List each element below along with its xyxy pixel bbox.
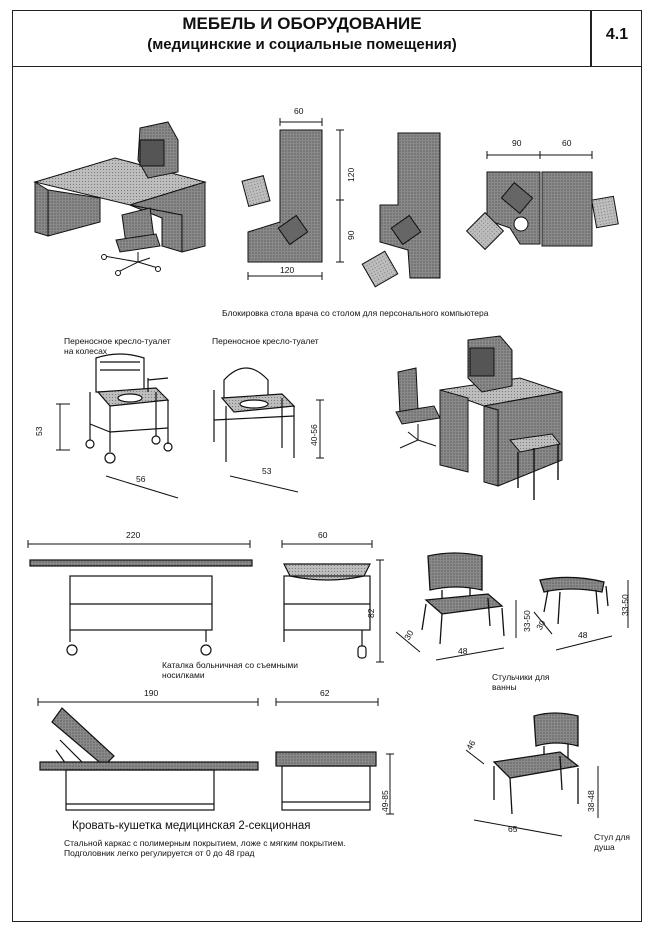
caption-shower-line2: душа <box>594 842 615 852</box>
dim-stool2-width: 48 <box>578 630 588 640</box>
dim-desk-right-60: 60 <box>562 138 572 148</box>
couch-side-illustration <box>37 698 259 811</box>
caption-couch-desc-line2: Подголовник легко регулируется от 0 до 4… <box>64 848 255 858</box>
caption-commode-wheels-line1: Переносное кресло-туалет <box>64 336 171 346</box>
caption-commode-portable: Переносное кресло-туалет <box>212 336 319 346</box>
gurney-side-illustration <box>27 540 253 656</box>
caption-commode-wheels-line2: на колесах <box>64 346 108 356</box>
caption-gurney-line2: носилками <box>162 670 205 680</box>
caption-shower-line1: Стул для <box>594 832 631 842</box>
bath-stool-illustration <box>533 576 629 651</box>
page-subtitle: (медицинские и социальные помещения) <box>147 36 457 53</box>
dim-desk-height-90: 90 <box>346 230 356 240</box>
dim-commode-portable-height: 40-56 <box>309 424 319 446</box>
shower-chair-illustration <box>465 712 599 837</box>
page-title: МЕБЕЛЬ И ОБОРУДОВАНИЕ <box>182 14 422 33</box>
page-number: 4.1 <box>605 26 629 43</box>
dim-stool2-height: 33-50 <box>620 594 630 616</box>
dim-desk-height-120: 120 <box>346 167 356 182</box>
header-bar <box>12 10 642 67</box>
dim-commode-wheels-height: 53 <box>34 426 44 436</box>
commode-portable-illustration <box>213 367 324 493</box>
desk-plan-3 <box>465 151 619 251</box>
dim-couch-height: 49-85 <box>380 790 390 812</box>
page-frame <box>12 10 642 922</box>
desk-pc-table-illustration <box>395 335 563 500</box>
dim-stool1-width: 48 <box>458 646 468 656</box>
bath-stool-back-illustration <box>395 552 517 661</box>
commode-wheels-illustration <box>56 353 179 499</box>
dim-couch-width: 62 <box>320 688 330 698</box>
corner-desk-illustration <box>33 121 207 276</box>
dim-gurney-length: 220 <box>126 530 141 540</box>
dim-desk-right-90: 90 <box>512 138 522 148</box>
caption-gurney-line1: Каталка больничная со съемными <box>162 660 298 670</box>
dim-gurney-width: 60 <box>318 530 328 540</box>
dim-gurney-height: 82 <box>366 608 376 618</box>
dim-shower-width: 65 <box>508 824 518 834</box>
caption-bath-stools-line1: Стульчики для <box>492 672 550 682</box>
caption-couch-desc-line1: Стальной каркас с полимерным покрытием, … <box>64 838 346 848</box>
dim-stool1-height: 33-50 <box>522 610 532 632</box>
dim-couch-length: 190 <box>144 688 159 698</box>
dim-commode-wheels-width: 56 <box>136 474 146 484</box>
dim-commode-portable-width: 53 <box>262 466 272 476</box>
caption-bath-stools-line2: ванны <box>492 682 517 692</box>
dim-desk-width-60: 60 <box>294 106 304 116</box>
dim-shower-height: 38-48 <box>586 790 596 812</box>
caption-couch-title: Кровать-кушетка медицинская 2-секционная <box>72 820 311 832</box>
desk-plan-2 <box>361 132 441 288</box>
couch-end-illustration <box>275 698 394 815</box>
header-divider <box>590 10 592 66</box>
desk-plan-1 <box>241 118 344 280</box>
dim-desk-width-120: 120 <box>280 265 295 275</box>
gurney-end-illustration <box>281 540 384 663</box>
caption-desk-block: Блокировка стола врача со столом для пер… <box>222 308 489 318</box>
